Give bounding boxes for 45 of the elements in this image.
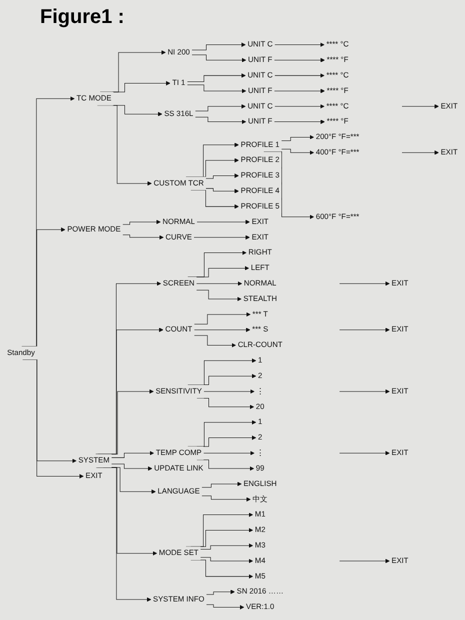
arrow — [194, 335, 236, 348]
arrow — [204, 389, 255, 394]
arrow — [196, 220, 250, 224]
arrow — [274, 88, 326, 94]
arrow — [206, 590, 236, 595]
arrow — [195, 104, 246, 112]
arrow — [274, 104, 325, 109]
arrow — [194, 312, 251, 324]
arrow — [187, 73, 246, 82]
arrow — [281, 148, 314, 155]
arrow — [339, 558, 390, 564]
arrow — [200, 557, 254, 564]
arrow — [402, 150, 440, 155]
arrow — [194, 235, 250, 240]
arrow — [206, 188, 240, 194]
arrow — [122, 220, 161, 225]
arrow — [187, 84, 246, 94]
arrow — [274, 58, 326, 62]
arrow — [200, 543, 254, 550]
figure-title: Figure1 : — [39, 5, 126, 30]
arrow — [192, 54, 246, 62]
arrow — [206, 174, 240, 179]
arrow — [274, 120, 326, 124]
arrow — [274, 73, 325, 78]
arrow — [339, 328, 390, 332]
arrow — [281, 134, 314, 141]
arrow — [196, 290, 242, 302]
arrow — [122, 234, 164, 240]
arrow — [206, 604, 244, 610]
arrow — [194, 328, 250, 332]
arrow — [196, 266, 250, 278]
arrow — [111, 450, 154, 458]
arrow — [339, 281, 390, 286]
arrow — [274, 42, 325, 47]
arrow — [195, 116, 246, 124]
arrow — [202, 482, 242, 488]
arrow — [111, 464, 153, 471]
arrow — [339, 389, 390, 394]
arrow — [196, 281, 242, 286]
arrow — [192, 42, 246, 50]
arrow — [202, 496, 251, 502]
arrow — [112, 81, 171, 92]
arrow — [204, 450, 255, 456]
arrow — [402, 104, 440, 109]
arrow — [339, 450, 390, 456]
